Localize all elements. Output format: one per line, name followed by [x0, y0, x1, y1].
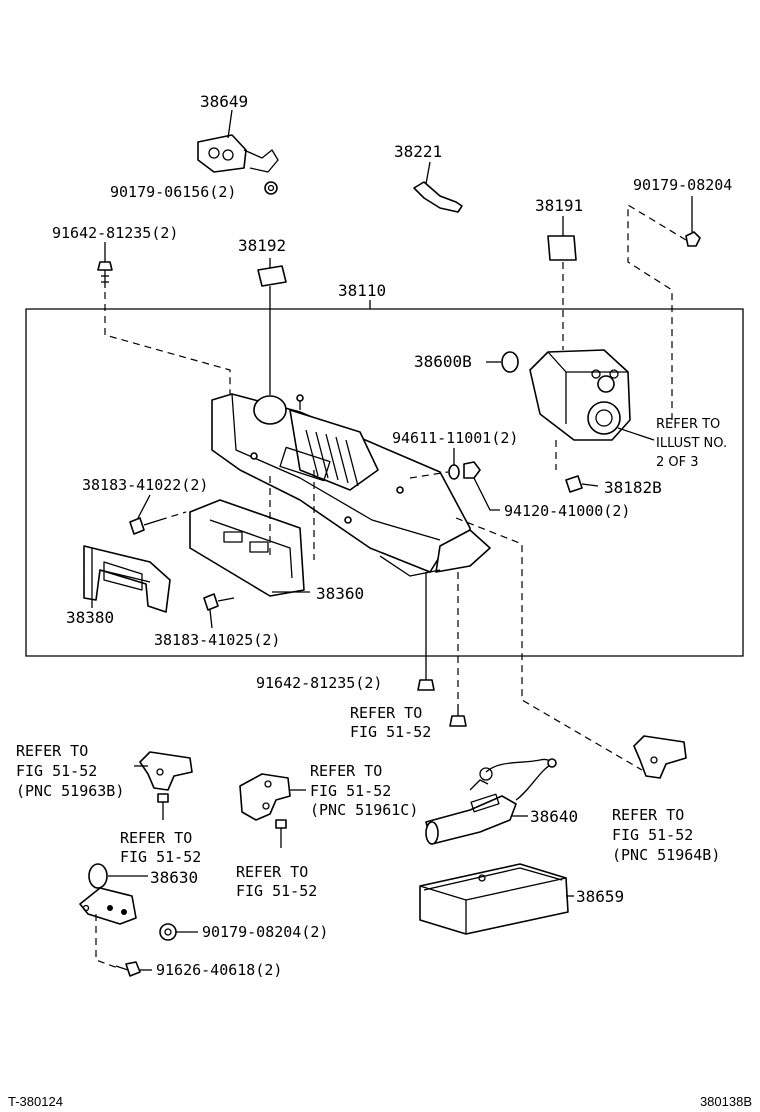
refer-mid-line1: REFER TO	[350, 704, 422, 722]
refer-center-line3: (PNC 51961C)	[310, 801, 418, 819]
bracket-38380-icon	[83, 545, 171, 613]
refer-left-line1: REFER TO	[16, 742, 88, 760]
refer-left-line2: FIG 51-52	[16, 762, 97, 780]
footer-left-code: T-380124	[8, 1094, 63, 1109]
leader-38183-41025	[209, 609, 213, 629]
washer-icon	[448, 464, 460, 480]
bolt-icon	[157, 793, 169, 820]
refer-right-line1: REFER TO	[612, 806, 684, 824]
refer-right-line2: FIG 51-52	[612, 826, 693, 844]
hose-38221-icon	[413, 181, 463, 213]
mount-bracket-icon	[139, 751, 193, 791]
bolt-icon	[203, 593, 235, 611]
dashed-refer-right	[455, 517, 643, 771]
refer-illust-line3: 2 OF 3	[656, 455, 699, 470]
nut-icon	[264, 181, 278, 195]
label-38630: 38630	[150, 868, 198, 887]
bolt-icon	[275, 819, 287, 848]
label-90179-08204-top: 90179-08204	[633, 176, 732, 194]
refer-bolt-left-line2: FIG 51-52	[120, 848, 201, 866]
bolt-icon	[115, 961, 141, 977]
refer-center-line2: FIG 51-52	[310, 782, 391, 800]
refer-bolt-center-line1: REFER TO	[236, 863, 308, 881]
oring-icon	[501, 351, 519, 373]
leader-94120	[473, 477, 500, 511]
mount-bracket-icon	[633, 735, 687, 779]
label-38182b: 38182B	[604, 478, 662, 497]
label-38183-41022: 38183-41022(2)	[82, 476, 208, 494]
refer-illust-line1: REFER TO	[656, 417, 720, 432]
label-91642-81235-top: 91642-81235(2)	[52, 224, 178, 242]
nut-icon	[159, 923, 177, 941]
solenoid-38630-icon	[79, 863, 137, 925]
remote-switch-38640-icon	[425, 758, 557, 845]
bracket-38649-icon	[197, 134, 279, 173]
label-38600b: 38600B	[414, 352, 472, 371]
label-38183-41025: 38183-41025(2)	[154, 631, 280, 649]
dashed-38183-41022	[159, 511, 187, 521]
dashed-91642-top	[104, 292, 231, 400]
refer-mid-line2: FIG 51-52	[350, 723, 431, 741]
case-38659-icon	[419, 863, 569, 935]
dashed-90179-08204	[627, 203, 687, 420]
label-91642-81235-bot: 91642-81235(2)	[256, 674, 382, 692]
bolt-icon	[449, 704, 467, 727]
pad-38191-icon	[547, 235, 577, 261]
refer-right-line3: (PNC 51964B)	[612, 846, 720, 864]
motor-icon	[529, 349, 631, 441]
label-38380: 38380	[66, 608, 114, 627]
pad-38192-icon	[257, 265, 287, 287]
label-38221: 38221	[394, 142, 442, 161]
label-38110: 38110	[338, 281, 386, 300]
label-90179-06156: 90179-06156(2)	[110, 183, 236, 201]
label-38360: 38360	[316, 584, 364, 603]
leader-38221	[425, 161, 431, 185]
label-94120-41000: 94120-41000(2)	[504, 502, 630, 520]
label-38640: 38640	[530, 807, 578, 826]
bolt-icon	[97, 261, 113, 288]
nut-icon	[685, 231, 701, 247]
bracket-38360-icon	[189, 470, 315, 597]
mount-bracket-icon	[239, 773, 291, 821]
bolt-icon	[565, 475, 599, 493]
bolt-icon	[129, 517, 161, 535]
refer-center-line1: REFER TO	[310, 762, 382, 780]
label-90179-08204-bot: 90179-08204(2)	[202, 923, 328, 941]
label-94611-11001: 94611-11001(2)	[392, 429, 518, 447]
dashed-38630	[95, 914, 119, 969]
refer-illust-line2: ILLUST NO.	[656, 436, 727, 451]
leader-refer-illust	[617, 427, 655, 441]
label-38192: 38192	[238, 236, 286, 255]
winch-assembly-icon	[211, 393, 491, 577]
bolt-icon	[417, 668, 435, 691]
nut-icon	[463, 461, 481, 479]
label-38659: 38659	[576, 887, 624, 906]
assembly-box	[25, 308, 744, 657]
dashed-94611	[409, 471, 449, 479]
label-91626-40618: 91626-40618(2)	[156, 961, 282, 979]
refer-bolt-center-line2: FIG 51-52	[236, 882, 317, 900]
footer-right-code: 380138B	[700, 1094, 752, 1109]
leader-38183-41022	[137, 494, 151, 519]
leader-38649	[227, 109, 233, 139]
label-38191: 38191	[535, 196, 583, 215]
label-38649: 38649	[200, 92, 248, 111]
refer-left-line3: (PNC 51963B)	[16, 782, 124, 800]
refer-bolt-left-line1: REFER TO	[120, 829, 192, 847]
